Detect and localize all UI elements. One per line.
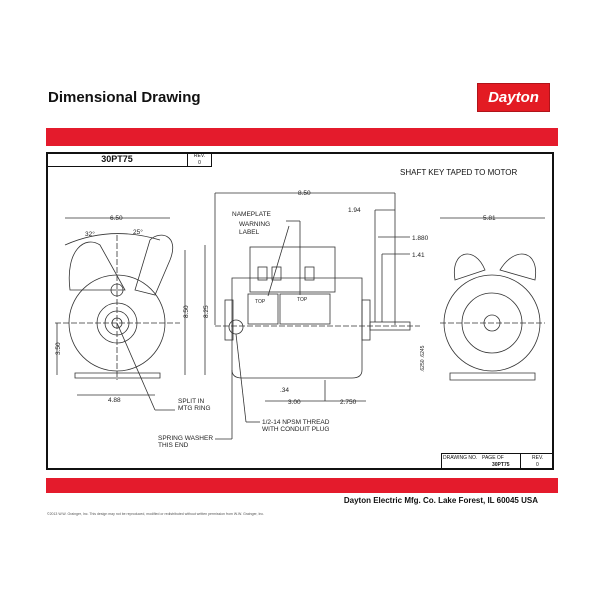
label-nameplate: NAMEPLATE — [232, 211, 272, 218]
dim-angle-left: 32° — [85, 230, 95, 238]
dim-mount-spacing: 3.00 — [288, 399, 301, 406]
label-top-2: TOP — [297, 297, 308, 303]
label-warning-1: WARNING — [239, 221, 270, 228]
drawing-no-label: DRAWING NO. — [443, 455, 478, 461]
label-split-2: MTG RING — [178, 405, 211, 412]
dim-shaft-height: 3.50 — [55, 342, 62, 355]
dim-height-housing: 8.25 — [203, 305, 210, 318]
dim-shaft-dia: .6250 .6245 — [420, 345, 426, 372]
label-washer-1: SPRING WASHER — [158, 435, 213, 442]
dim-slot: .34 — [280, 387, 289, 394]
dim-rear-width: 5.81 — [483, 215, 496, 222]
label-thread-1: 1/2-14 NPSM THREAD — [262, 419, 330, 426]
dim-mount-to-end: 2.750 — [340, 399, 357, 406]
drawing-no: 30PT75 — [492, 462, 510, 468]
page-title: Dimensional Drawing — [48, 89, 201, 106]
title-rev-value: 0 — [536, 462, 539, 468]
page-label: PAGE OF — [482, 455, 504, 461]
label-top-1: TOP — [255, 299, 266, 305]
label-washer-2: THIS END — [158, 442, 189, 449]
rear-view — [440, 217, 545, 381]
company-address: Dayton Electric Mfg. Co. Lake Forest, IL… — [343, 496, 538, 505]
dim-height-total: 8.50 — [183, 305, 190, 318]
revision-box: REV. 0 — [187, 152, 212, 167]
rev-label: REV. — [193, 153, 206, 159]
dim-key-len: 1.41 — [412, 252, 425, 259]
copyright-notice: ©2013 W.W. Grainger, Inc. This design ma… — [47, 512, 265, 516]
drawing-frame — [46, 152, 554, 470]
side-view — [214, 192, 420, 440]
label-thread-2: WITH CONDUIT PLUG — [262, 426, 329, 433]
title-rev-label: REV. — [532, 455, 544, 461]
label-split-1: SPLIT IN — [178, 398, 205, 405]
title-block: DRAWING NO. PAGE OF 30PT75 REV. 0 — [441, 453, 554, 470]
bottom-red-bar — [46, 478, 558, 493]
rev-value: 0 — [198, 160, 201, 166]
dim-front-width: 6.50 — [110, 215, 123, 222]
dim-overall-length: 8.50 — [298, 190, 311, 197]
shaft-note: SHAFT KEY TAPED TO MOTOR — [400, 168, 518, 177]
dayton-logo: Dayton — [477, 83, 550, 112]
dim-shaft-len: 1.880 — [412, 235, 429, 242]
top-red-bar — [46, 128, 558, 146]
dim-angle-right: 25° — [133, 228, 143, 236]
label-warning-2: LABEL — [239, 229, 260, 236]
front-view — [55, 217, 206, 411]
dim-shaft-ext: 1.94 — [348, 207, 361, 214]
dim-base-width: 4.88 — [108, 397, 121, 404]
